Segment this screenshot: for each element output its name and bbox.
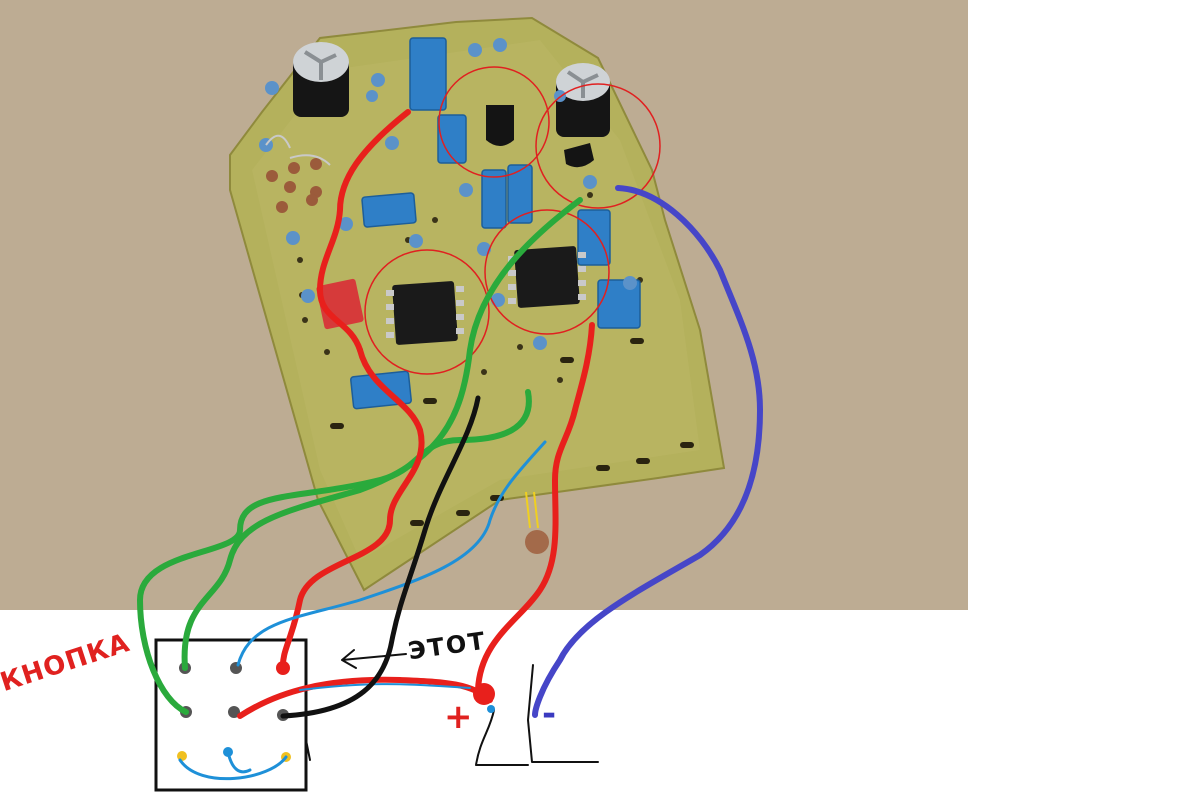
plus-label: + [444,697,473,737]
transistor-icon [486,105,594,168]
wire-blue-dark [532,185,763,718]
terminal-minus-lead [527,664,599,763]
minus-label: - [542,694,557,734]
wire-red-3 [237,676,493,719]
arrow-left-icon [341,649,407,669]
highlight-circles [364,66,661,375]
solder-blob [525,530,549,554]
capacitor-icon [293,42,349,117]
wire-red-1 [279,109,425,671]
wire-black [280,395,481,719]
wire-blue-light-2 [178,755,288,781]
wire-green-2 [137,389,532,715]
switch-terminals [177,661,291,762]
terminal-plus [473,683,495,705]
wire-blue-light-1 [236,440,547,667]
ic-chip-icon [386,281,464,345]
wire-red-2 [475,322,595,693]
